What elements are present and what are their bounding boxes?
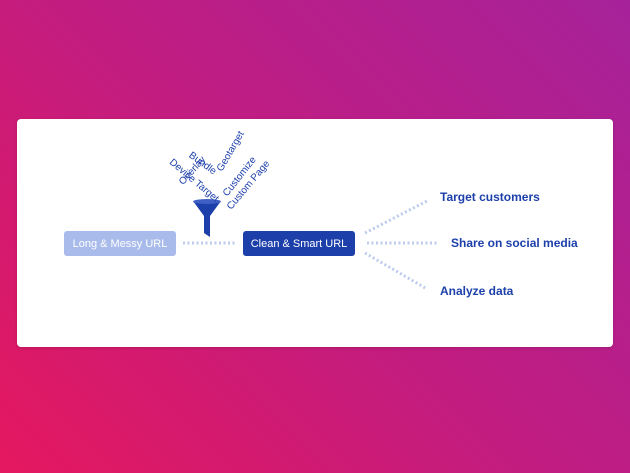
funnel-icon (193, 199, 221, 237)
outcome-analyze-data: Analyze data (440, 284, 514, 298)
connector-result-outcome-1 (364, 199, 428, 235)
source-url-box: Long & Messy URL (64, 231, 176, 256)
connector-lines (183, 199, 439, 291)
outcome-target-customers: Target customers (440, 190, 540, 204)
result-url-box: Clean & Smart URL (243, 231, 355, 256)
connector-result-outcome-3 (364, 251, 428, 291)
source-url-label: Long & Messy URL (72, 237, 168, 250)
outcome-share-social: Share on social media (451, 236, 578, 250)
result-url-label: Clean & Smart URL (250, 237, 348, 250)
diagram-card: Long & Messy URL Clean & Smart URL Overl… (17, 119, 613, 347)
